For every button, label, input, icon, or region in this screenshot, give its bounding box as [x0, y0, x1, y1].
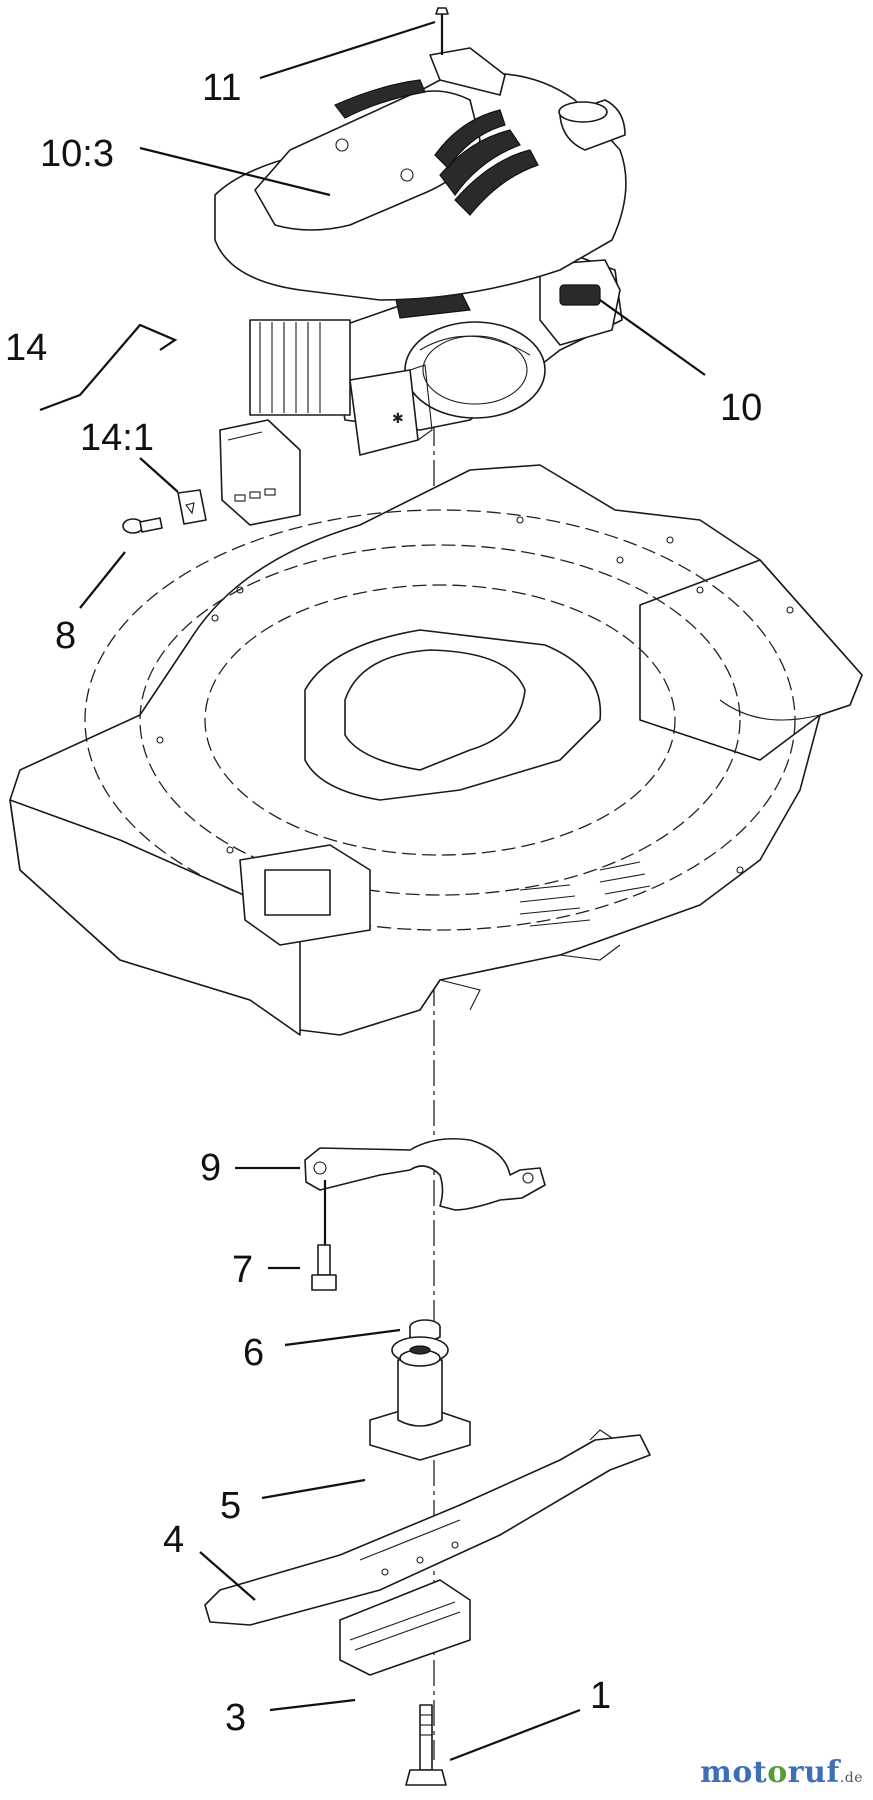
bolt-8 — [122, 517, 163, 534]
watermark-logo: motoruf.de — [700, 1755, 863, 1790]
blade-adapter — [369, 1336, 471, 1461]
engine: ✱ — [214, 47, 627, 456]
cooling-vents — [334, 79, 539, 216]
blade-baffle — [304, 1137, 546, 1211]
callout-3: 3 — [225, 1697, 246, 1739]
callout-7: 7 — [232, 1249, 253, 1291]
callout-9: 9 — [200, 1147, 221, 1189]
callout-14-1: 14:1 — [80, 417, 154, 459]
watermark-tld: .de — [839, 1770, 863, 1786]
blade-bolt — [405, 1704, 447, 1786]
svg-text:✱: ✱ — [392, 411, 404, 427]
callout-10: 10 — [720, 387, 762, 429]
callout-10-3: 10:3 — [40, 133, 114, 175]
mower-blade — [204, 1429, 651, 1626]
callout-1: 1 — [590, 1675, 611, 1717]
deck-side-ribs — [519, 861, 651, 927]
bolt-7 — [311, 1244, 337, 1291]
cylinder-fins — [249, 319, 351, 416]
callout-labels: 11 10:3 10 14 14:1 8 9 7 6 5 4 3 1 — [5, 67, 762, 1739]
watermark-part1: mot — [700, 1755, 768, 1790]
baffle-bracket — [177, 419, 301, 526]
callout-6: 6 — [243, 1332, 264, 1374]
callout-4: 4 — [163, 1519, 184, 1561]
callout-14: 14 — [5, 327, 47, 369]
screw-11 — [435, 7, 449, 55]
leader-lines — [39, 20, 706, 1762]
callout-11: 11 — [202, 67, 241, 109]
mower-deck — [9, 464, 863, 1036]
watermark-part2: o — [767, 1755, 788, 1790]
blade-stiffener — [339, 1579, 471, 1676]
callout-5: 5 — [220, 1485, 241, 1527]
watermark-part3: ruf — [787, 1755, 840, 1790]
callout-8: 8 — [55, 615, 76, 657]
